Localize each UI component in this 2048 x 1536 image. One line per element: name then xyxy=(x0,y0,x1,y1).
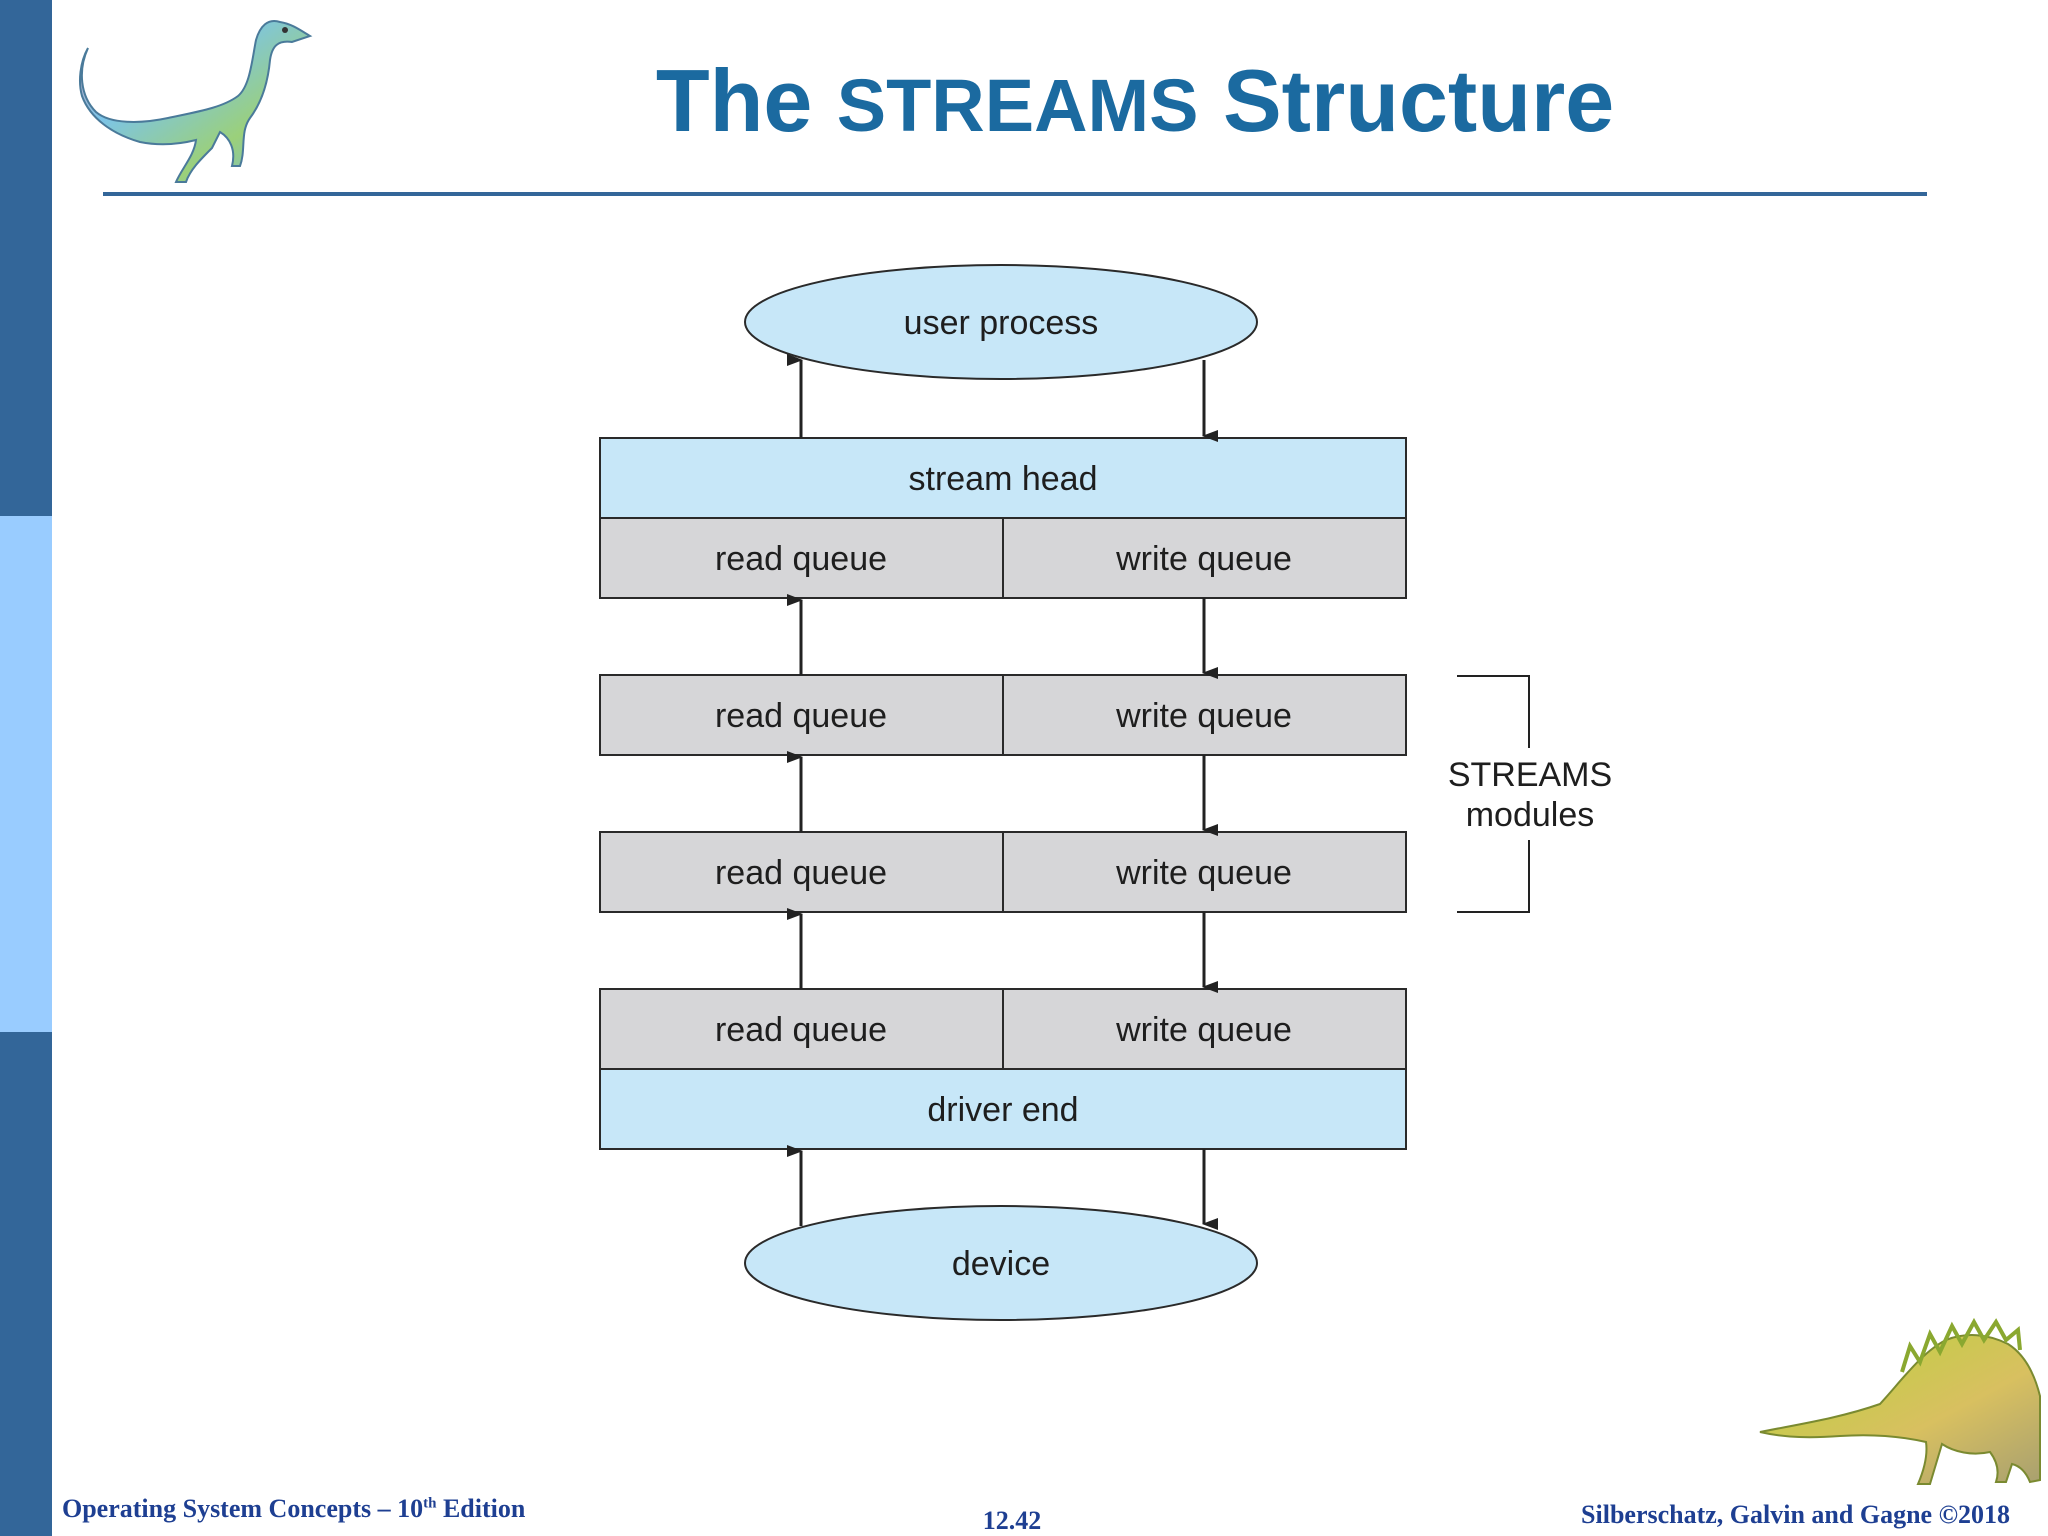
streams-modules-label-line1: STREAMS xyxy=(1448,756,1612,794)
footer-book-title-tail: Edition xyxy=(436,1494,526,1523)
write-queue-label-1: write queue xyxy=(1115,540,1292,578)
slide-title: The STREAMS Structure xyxy=(560,46,1710,156)
side-bar xyxy=(0,0,52,1536)
read-queue-label-2: read queue xyxy=(715,697,887,735)
modules-bracket-top xyxy=(1457,675,1530,748)
write-queue-label-2: write queue xyxy=(1115,697,1292,735)
side-bar-light xyxy=(0,516,52,1032)
title-part-1: The xyxy=(655,51,837,150)
driver-end-box xyxy=(599,1068,1407,1150)
driver-end-label: driver end xyxy=(927,1091,1078,1129)
footer-book-title-main: Operating System Concepts – 10 xyxy=(62,1494,424,1523)
footer-book-title: Operating System Concepts – 10th Edition xyxy=(62,1494,525,1524)
write-queue-label-3: write queue xyxy=(1115,854,1292,892)
write-queue-label-4: write queue xyxy=(1115,1011,1292,1049)
title-rule xyxy=(103,192,1927,196)
title-part-3: Structure xyxy=(1198,51,1615,150)
dinosaur-stegosaurus-icon xyxy=(1759,1317,2041,1485)
read-queue-box-4 xyxy=(599,988,1004,1070)
read-queue-box-1 xyxy=(599,517,1004,599)
read-queue-label-1: read queue xyxy=(715,540,887,578)
title-part-2: STREAMS xyxy=(836,64,1199,147)
modules-bracket-bottom xyxy=(1457,840,1530,913)
page-number: 12.42 xyxy=(982,1506,1042,1535)
side-bar-dark-top xyxy=(0,0,52,516)
footer-authors: Silberschatz, Galvin and Gagne ©2018 xyxy=(1581,1500,2010,1529)
read-queue-label-4: read queue xyxy=(715,1011,887,1049)
stream-head-label: stream head xyxy=(909,460,1098,498)
side-bar-dark-bottom xyxy=(0,1032,52,1536)
device-ellipse xyxy=(744,1205,1258,1321)
device-label: device xyxy=(952,1245,1050,1283)
read-queue-label-3: read queue xyxy=(715,854,887,892)
footer-book-title-sup: th xyxy=(423,1495,437,1512)
user-process-ellipse xyxy=(744,264,1258,380)
write-queue-box-1 xyxy=(1002,517,1407,599)
user-process-label: user process xyxy=(904,304,1099,342)
stream-head-box xyxy=(599,437,1407,519)
write-queue-box-3 xyxy=(1002,831,1407,913)
streams-modules-label-line2: modules xyxy=(1466,796,1595,834)
write-queue-box-2 xyxy=(1002,674,1407,756)
dinosaur-standing-icon xyxy=(79,20,313,183)
